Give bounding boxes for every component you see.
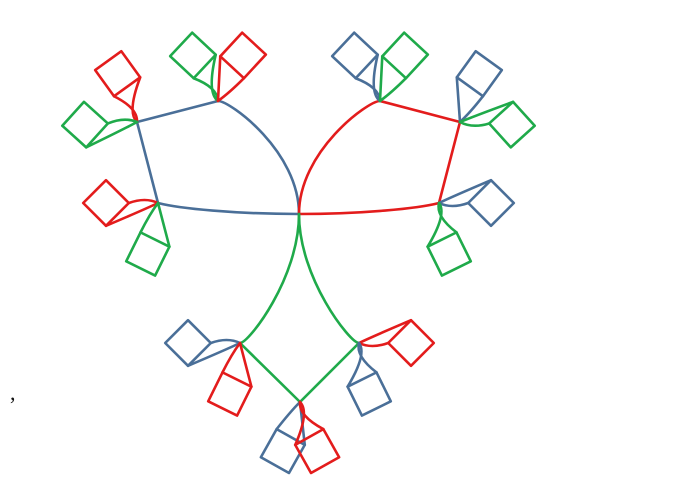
leaf-stem: [293, 400, 306, 447]
leaf-stem: [221, 341, 242, 374]
leaf-stem: [238, 341, 253, 388]
leaf-stem: [156, 201, 171, 248]
leaf-bl-red: [206, 341, 253, 417]
leaf-rt-blue: [330, 31, 382, 103]
leaf-stem: [127, 198, 160, 205]
leaf-stem: [84, 120, 139, 149]
leaf-ll-red: [93, 49, 142, 124]
leaf-stem: [378, 55, 384, 103]
trunk-edge-bl-b: [238, 341, 302, 404]
leaf-square: [163, 318, 213, 368]
leaf-stem: [357, 341, 390, 348]
leaf-stem: [216, 55, 222, 103]
leaf-l-green: [124, 201, 171, 277]
leaf-stem: [209, 338, 242, 345]
leaf-lt-red: [216, 31, 268, 103]
leaf-rr-blue: [455, 49, 504, 124]
leaf-square: [380, 31, 430, 80]
trunk-edge-c-r: [297, 201, 441, 216]
trunk-edge-c-rt: [297, 99, 382, 216]
leaf-stem: [437, 201, 470, 208]
leaf-stem: [455, 76, 462, 124]
leaf-square: [93, 49, 142, 98]
leaf-stem: [346, 341, 363, 388]
leaf-stem: [372, 53, 382, 103]
leaf-square: [466, 178, 516, 228]
leaf-square: [346, 371, 393, 417]
trunk-edge-br-b: [298, 341, 361, 404]
leaf-r-blue: [437, 178, 516, 228]
leaf-rr-green: [458, 100, 537, 149]
leaf-square: [426, 231, 473, 277]
trunk-edge-r-rr: [437, 120, 462, 205]
leaf-ll-green: [60, 100, 139, 149]
stray-comma-mark: ,: [10, 380, 16, 405]
leaf-square: [81, 178, 131, 228]
trunk-edge-c-bl: [238, 212, 301, 345]
leaf-square: [60, 100, 110, 149]
leaf-square: [487, 100, 537, 149]
trunk-edges: [135, 99, 462, 404]
leaf-stem: [216, 76, 246, 103]
leaf-stem: [437, 178, 493, 205]
leaf-rt-green: [378, 31, 430, 103]
leaf-r-green: [426, 201, 473, 277]
trunk-edge-lt-ll: [135, 99, 220, 124]
leaf-squares: [60, 31, 537, 475]
leaf-square: [259, 427, 307, 475]
leaf-stem: [458, 120, 491, 127]
trunk-edge-c-br: [297, 212, 361, 345]
leaf-square: [330, 31, 380, 80]
leaf-square: [455, 49, 504, 98]
leaf-stem: [357, 318, 413, 345]
leaf-stem: [458, 100, 515, 124]
leaf-lt-green: [168, 31, 220, 103]
trunk-edge-l-ll: [135, 120, 160, 205]
leaf-stem: [210, 53, 220, 103]
leaf-stem: [426, 201, 443, 248]
leaf-square: [124, 231, 171, 277]
leaf-square: [168, 31, 218, 80]
leaf-stem: [275, 400, 302, 431]
leaf-br-red: [357, 318, 436, 368]
leaf-br-blue: [346, 341, 393, 417]
trunk-edge-c-lt: [216, 99, 301, 216]
leaf-square: [218, 31, 268, 80]
leaf-square: [206, 371, 253, 417]
leaf-square: [386, 318, 436, 368]
leaf-stem: [378, 76, 408, 103]
leaf-stem: [139, 201, 160, 234]
leaf-b-red: [293, 400, 341, 475]
trunk-edge-c-l: [156, 201, 301, 216]
leaf-stem: [106, 118, 139, 125]
leaf-square: [293, 427, 341, 475]
trunk-edge-rt-rr: [378, 99, 462, 124]
